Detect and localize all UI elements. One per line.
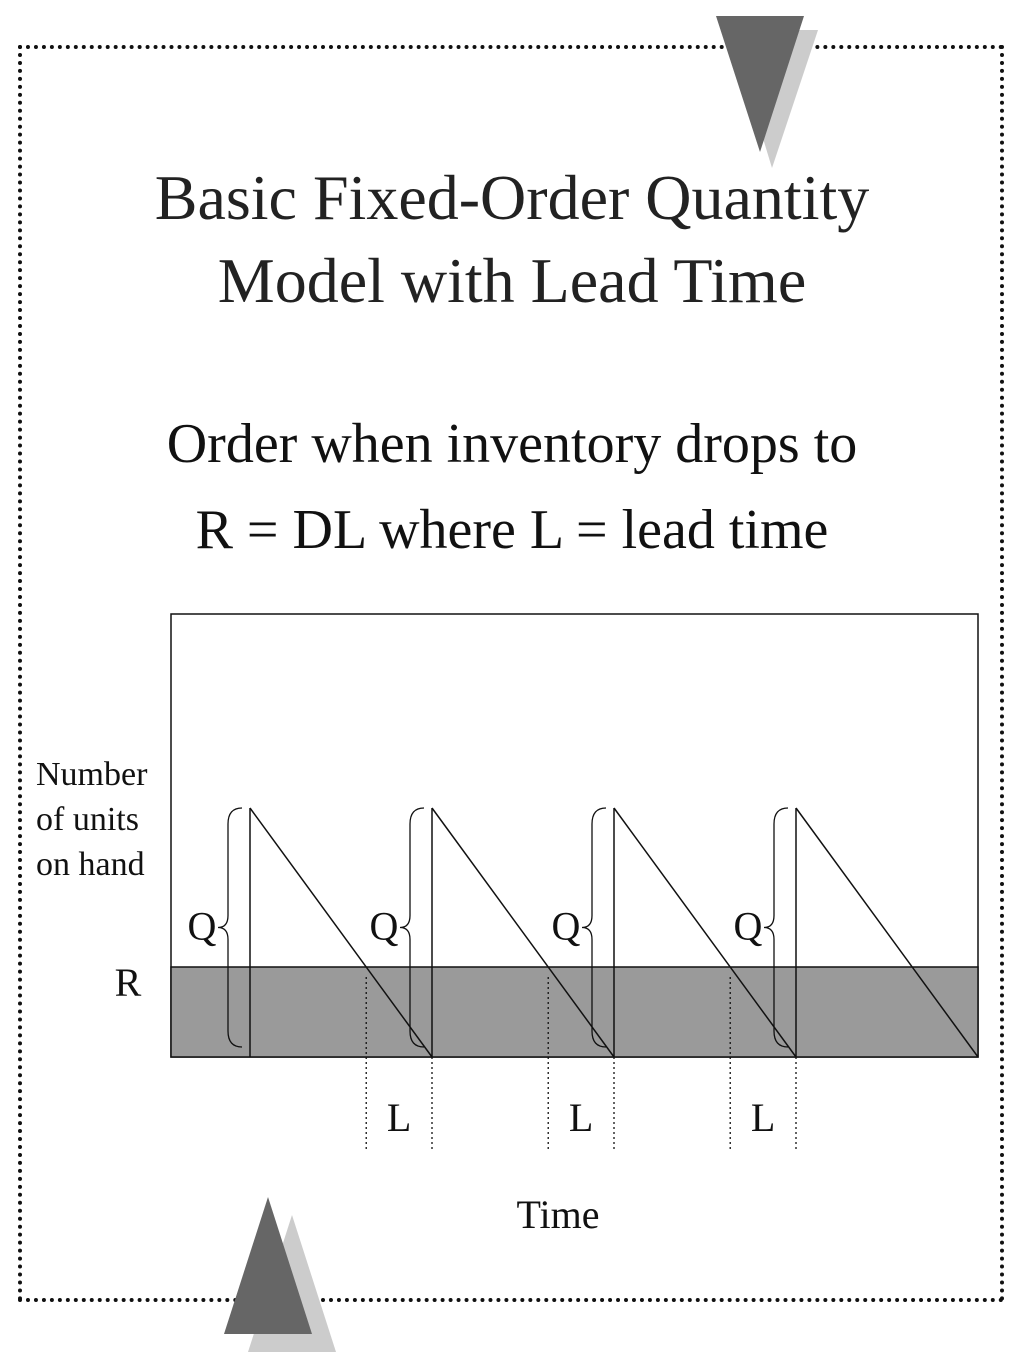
depletion-line	[613, 807, 797, 1058]
lead-time-label: L	[387, 1095, 411, 1140]
sawtooth-cycles: Q L Q L Q L Q	[188, 807, 979, 1150]
y-axis-label: Number of units on hand	[36, 752, 166, 887]
quantity-brace	[581, 807, 607, 1048]
y-axis-label-line-2: of units	[36, 801, 139, 838]
subtitle-line-1: Order when inventory drops to	[166, 413, 858, 475]
lead-time-label: L	[751, 1095, 775, 1140]
x-axis-label: Time	[516, 1192, 599, 1237]
slide-title-line-1: Basic Fixed-Order Quantity	[154, 162, 870, 233]
depletion-line	[795, 807, 979, 1058]
quantity-brace	[399, 807, 425, 1048]
quantity-brace	[763, 807, 789, 1048]
quantity-label: Q	[188, 904, 217, 949]
lead-time-label: L	[569, 1095, 593, 1140]
quantity-brace	[217, 807, 243, 1048]
y-axis-label-line-3: on hand	[36, 846, 145, 883]
deco-triangle-bottom	[224, 1197, 312, 1334]
y-axis-label-line-1: Number	[36, 756, 148, 793]
depletion-line	[431, 807, 615, 1058]
reorder-band	[170, 966, 979, 1058]
depletion-line	[249, 807, 433, 1058]
subtitle-line-2: R = DL where L = lead time	[195, 499, 829, 561]
quantity-label: Q	[734, 904, 763, 949]
reorder-level-label: R	[115, 960, 142, 1005]
deco-triangle-top	[716, 16, 804, 152]
slide-title-line-2: Model with Lead Time	[217, 245, 807, 316]
quantity-label: Q	[552, 904, 581, 949]
slide-frame	[18, 45, 1004, 1302]
quantity-label: Q	[370, 904, 399, 949]
